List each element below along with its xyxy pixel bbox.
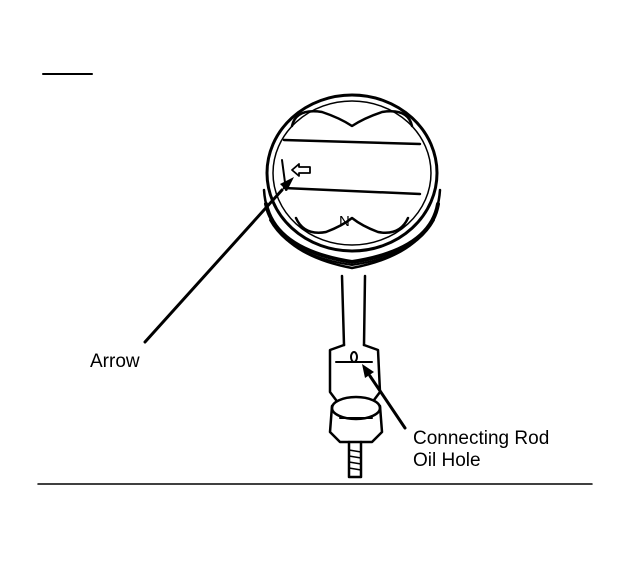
oil-hole-callout-line1: Connecting Rod bbox=[413, 428, 550, 449]
piston bbox=[262, 93, 442, 270]
piston-mark-n: N bbox=[339, 213, 350, 230]
arrow-callout: Arrow bbox=[90, 351, 140, 372]
oil-hole bbox=[350, 351, 358, 363]
oil-hole-callout-line2: Oil Hole bbox=[413, 450, 481, 471]
direction-arrow-mark bbox=[291, 163, 311, 177]
arrow-leader bbox=[143, 177, 294, 344]
connecting-rod bbox=[328, 274, 384, 479]
oil-hole-leader bbox=[362, 364, 407, 430]
